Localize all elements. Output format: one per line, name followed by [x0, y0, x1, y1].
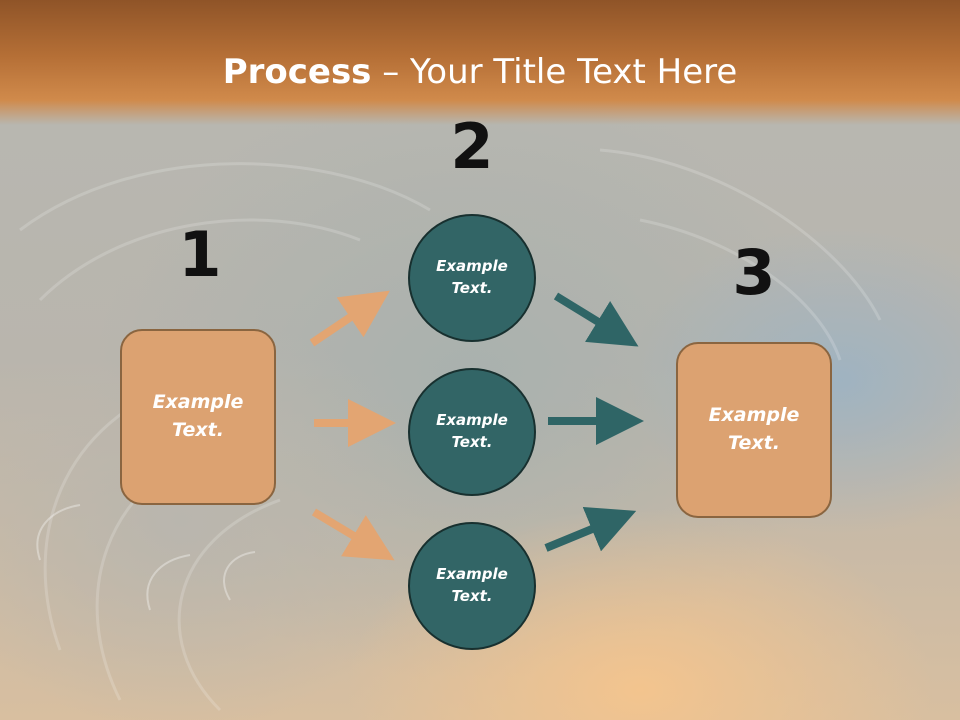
- circle-middle-label: Example Text.: [422, 410, 522, 454]
- step-1-box[interactable]: Example Text.: [120, 329, 276, 505]
- step-1-label-line2: Text.: [172, 419, 224, 441]
- circle-top-line1: Example: [436, 257, 508, 276]
- title-bar: [0, 0, 960, 125]
- step-3-label: Example Text.: [694, 402, 814, 457]
- circle-middle-line2: Text.: [451, 433, 493, 451]
- step-3-box[interactable]: Example Text.: [676, 342, 832, 518]
- step-number-1: 1: [178, 218, 222, 291]
- arrow-teal-up: [544, 506, 637, 552]
- title-rest: – Your Title Text Here: [371, 52, 738, 92]
- step-3-label-line2: Text.: [728, 432, 780, 454]
- step-3-label-line1: Example: [708, 404, 800, 427]
- step-2-circle-bottom[interactable]: Example Text.: [408, 522, 536, 650]
- circle-top-label: Example Text.: [422, 256, 522, 300]
- arrow-teal-down: [553, 292, 639, 347]
- circle-bottom-line1: Example: [436, 565, 508, 584]
- step-2-circle-middle[interactable]: Example Text.: [408, 368, 536, 496]
- step-1-label: Example Text.: [138, 389, 258, 444]
- circle-top-line2: Text.: [451, 279, 493, 297]
- circle-middle-line1: Example: [436, 411, 508, 430]
- circle-bottom-label: Example Text.: [422, 564, 522, 608]
- step-1-label-line1: Example: [152, 391, 244, 414]
- circle-bottom-line2: Text.: [451, 587, 493, 605]
- step-number-3: 3: [732, 236, 776, 309]
- title-bold: Process: [222, 52, 372, 92]
- arrow-orange-down: [311, 508, 395, 561]
- step-number-2: 2: [450, 110, 494, 183]
- slide-title: Process – Your Title Text Here: [0, 52, 960, 92]
- step-2-circle-top[interactable]: Example Text.: [408, 214, 536, 342]
- arrow-orange-up: [309, 290, 390, 347]
